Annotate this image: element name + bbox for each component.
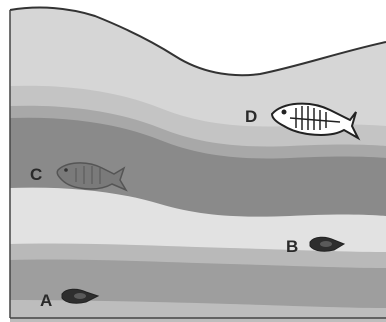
label-d: D xyxy=(245,107,257,126)
label-b: B xyxy=(286,237,298,256)
label-a: A xyxy=(40,291,52,310)
label-c: C xyxy=(30,165,42,184)
